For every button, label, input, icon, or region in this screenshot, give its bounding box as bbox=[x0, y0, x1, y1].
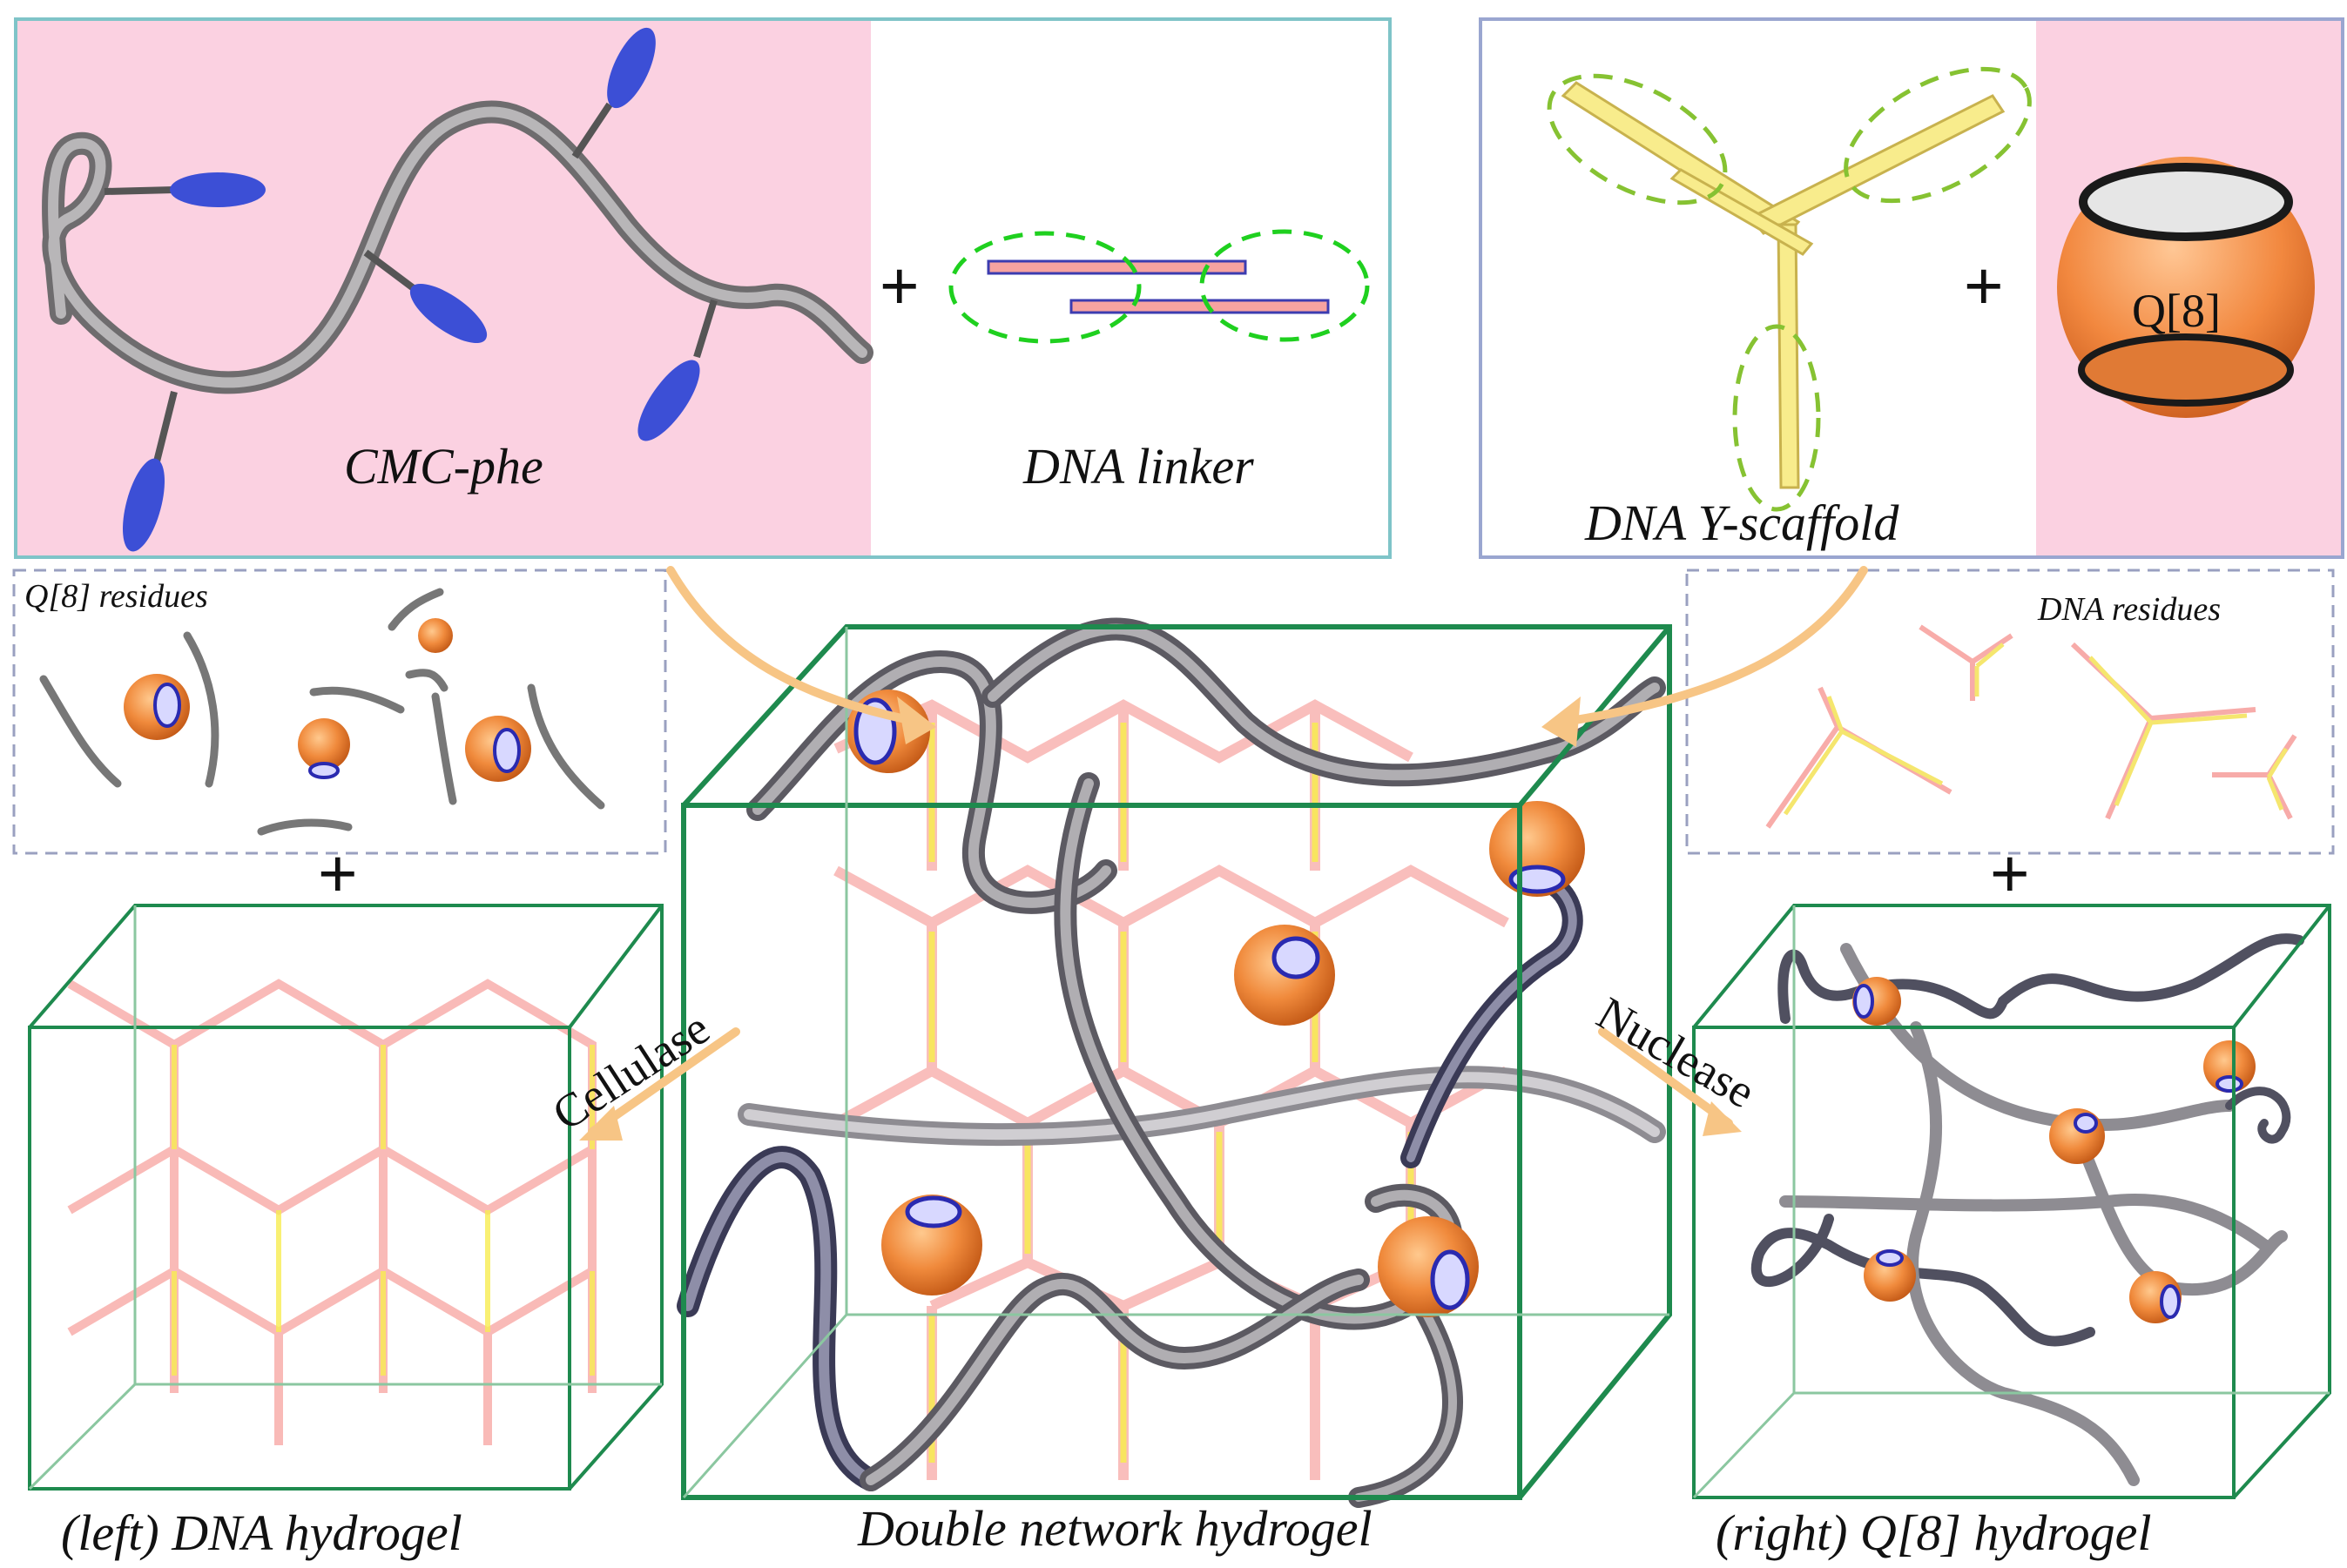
q8-ball bbox=[1864, 1249, 1916, 1302]
arrow-to-center-right bbox=[1555, 566, 1868, 727]
nuclease-arrow bbox=[1598, 1027, 1733, 1127]
dna-y-scaffold-panel: DNA Y-scaffold + Q[8] bbox=[1479, 17, 2344, 559]
q8-ball bbox=[1489, 801, 1585, 897]
q8-label: Q[8] bbox=[2132, 285, 2221, 337]
q8-ball bbox=[2203, 1040, 2256, 1093]
phe-group bbox=[363, 249, 488, 344]
left-hydrogel-label: (left) DNA hydrogel bbox=[61, 1504, 462, 1561]
q8-residues-label: Q[8] residues bbox=[24, 578, 208, 615]
right-q8-hydrogel-box: (right) Q[8] hydrogel bbox=[1692, 904, 2331, 1561]
phe-group bbox=[123, 391, 178, 552]
arrow-to-center-left bbox=[666, 566, 927, 727]
q8-residue-ball bbox=[418, 618, 453, 653]
q8-residues-panel: Q[8] residues bbox=[12, 569, 667, 855]
cmc-phe-panel: CMC-phe + DNA linker bbox=[14, 17, 1392, 559]
q8-ball bbox=[2049, 1108, 2105, 1164]
q8-ball bbox=[2129, 1271, 2182, 1323]
q8-ball bbox=[1852, 977, 1901, 1026]
plus-sign: + bbox=[1990, 835, 2030, 912]
q8-residue-ball bbox=[298, 718, 350, 779]
q8-residue-ball bbox=[124, 674, 190, 740]
phe-group bbox=[104, 172, 266, 207]
right-hydrogel-label: (right) Q[8] hydrogel bbox=[1716, 1504, 2151, 1561]
q8-macrocycle-icon bbox=[2057, 157, 2315, 418]
q8-ball bbox=[881, 1195, 982, 1295]
center-hydrogel-label: Double network hydrogel bbox=[857, 1500, 1372, 1557]
left-dna-hydrogel-box: (left) DNA hydrogel bbox=[28, 904, 664, 1561]
dna-linker-icon bbox=[948, 229, 1370, 344]
dna-y-scaffold-icon bbox=[1561, 81, 2006, 489]
plus-sign: + bbox=[1964, 247, 2004, 324]
dna-y-scaffold-label: DNA Y-scaffold bbox=[1584, 495, 1899, 551]
phe-group bbox=[571, 27, 656, 159]
plus-sign: + bbox=[318, 835, 358, 912]
phe-group bbox=[637, 299, 718, 441]
cmc-phe-label: CMC-phe bbox=[344, 438, 543, 495]
double-network-hydrogel-box: Double network hydrogel bbox=[677, 617, 1672, 1557]
q8-ball bbox=[1234, 925, 1335, 1026]
plus-sign: + bbox=[880, 247, 920, 324]
dna-linker-label: DNA linker bbox=[1022, 438, 1254, 495]
dna-residues-label: DNA residues bbox=[2037, 591, 2221, 628]
q8-ball bbox=[1378, 1216, 1479, 1317]
q8-residue-ball bbox=[465, 716, 531, 782]
arrow-heads bbox=[579, 697, 1742, 1141]
dna-residues-panel: DNA residues bbox=[1685, 569, 2335, 855]
